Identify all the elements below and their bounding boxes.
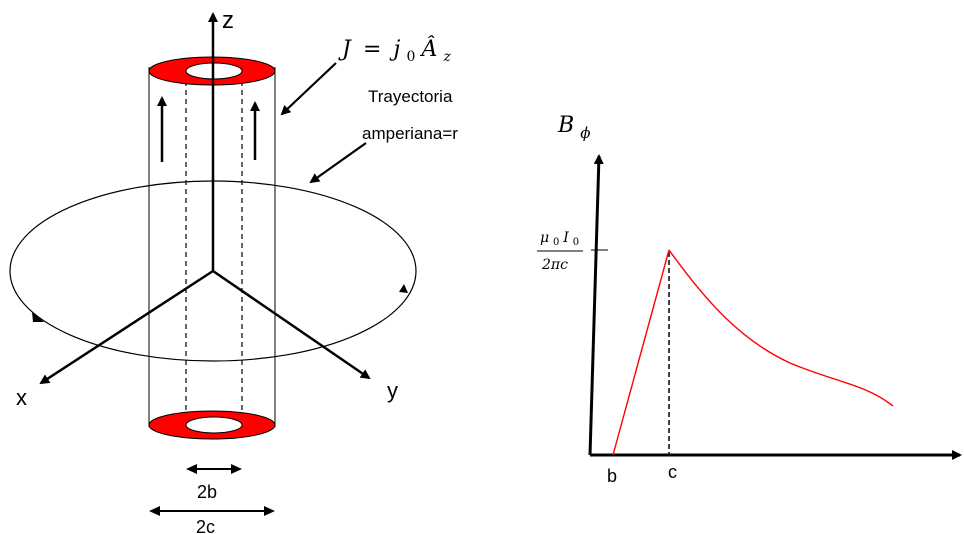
- graph-y-axis: [588, 154, 604, 456]
- peak-denominator: 2πc: [541, 257, 568, 273]
- graph-y-label: B ϕ: [557, 112, 591, 142]
- dim-2b-arrow-right: [231, 464, 242, 474]
- x-axis: [39, 269, 214, 385]
- peak-value-label: μ 0 I 0 2πc: [537, 229, 583, 273]
- ellipse-arrow-right: [399, 284, 408, 293]
- x-tick-b: b: [607, 466, 617, 486]
- x-axis-label: x: [16, 385, 27, 410]
- density-pointer-arrow: [280, 62, 337, 116]
- dim-2c-label: 2c: [196, 517, 215, 534]
- dim-2b-arrow-left: [186, 464, 197, 474]
- current-density-equation: J = j 0 Â z: [338, 35, 452, 66]
- b-field-curve-rise: [612, 249, 670, 456]
- b-field-graph: B ϕ μ 0 I 0 2πc b c: [537, 112, 962, 486]
- coaxial-diagram: z x y J = j 0 Â z Trayectoria amperiana=…: [9, 7, 458, 534]
- dim-2c-arrow-left: [149, 506, 160, 516]
- path-label-line1: Trayectoria: [368, 87, 453, 106]
- y-axis: [212, 269, 371, 380]
- path-pointer-arrow: [309, 142, 367, 184]
- dim-2c-arrow-right: [264, 506, 275, 516]
- path-label-line2: amperiana=r: [362, 124, 458, 143]
- z-axis-label: z: [222, 7, 234, 34]
- bottom-ring-hole: [185, 416, 243, 434]
- b-field-curve-decay: [668, 249, 894, 407]
- dim-2b-label: 2b: [197, 482, 217, 502]
- peak-numerator: μ 0 I 0: [540, 229, 579, 248]
- ellipse-arrow-left: [32, 312, 44, 322]
- x-tick-c: c: [668, 462, 677, 482]
- y-axis-label: y: [387, 378, 398, 403]
